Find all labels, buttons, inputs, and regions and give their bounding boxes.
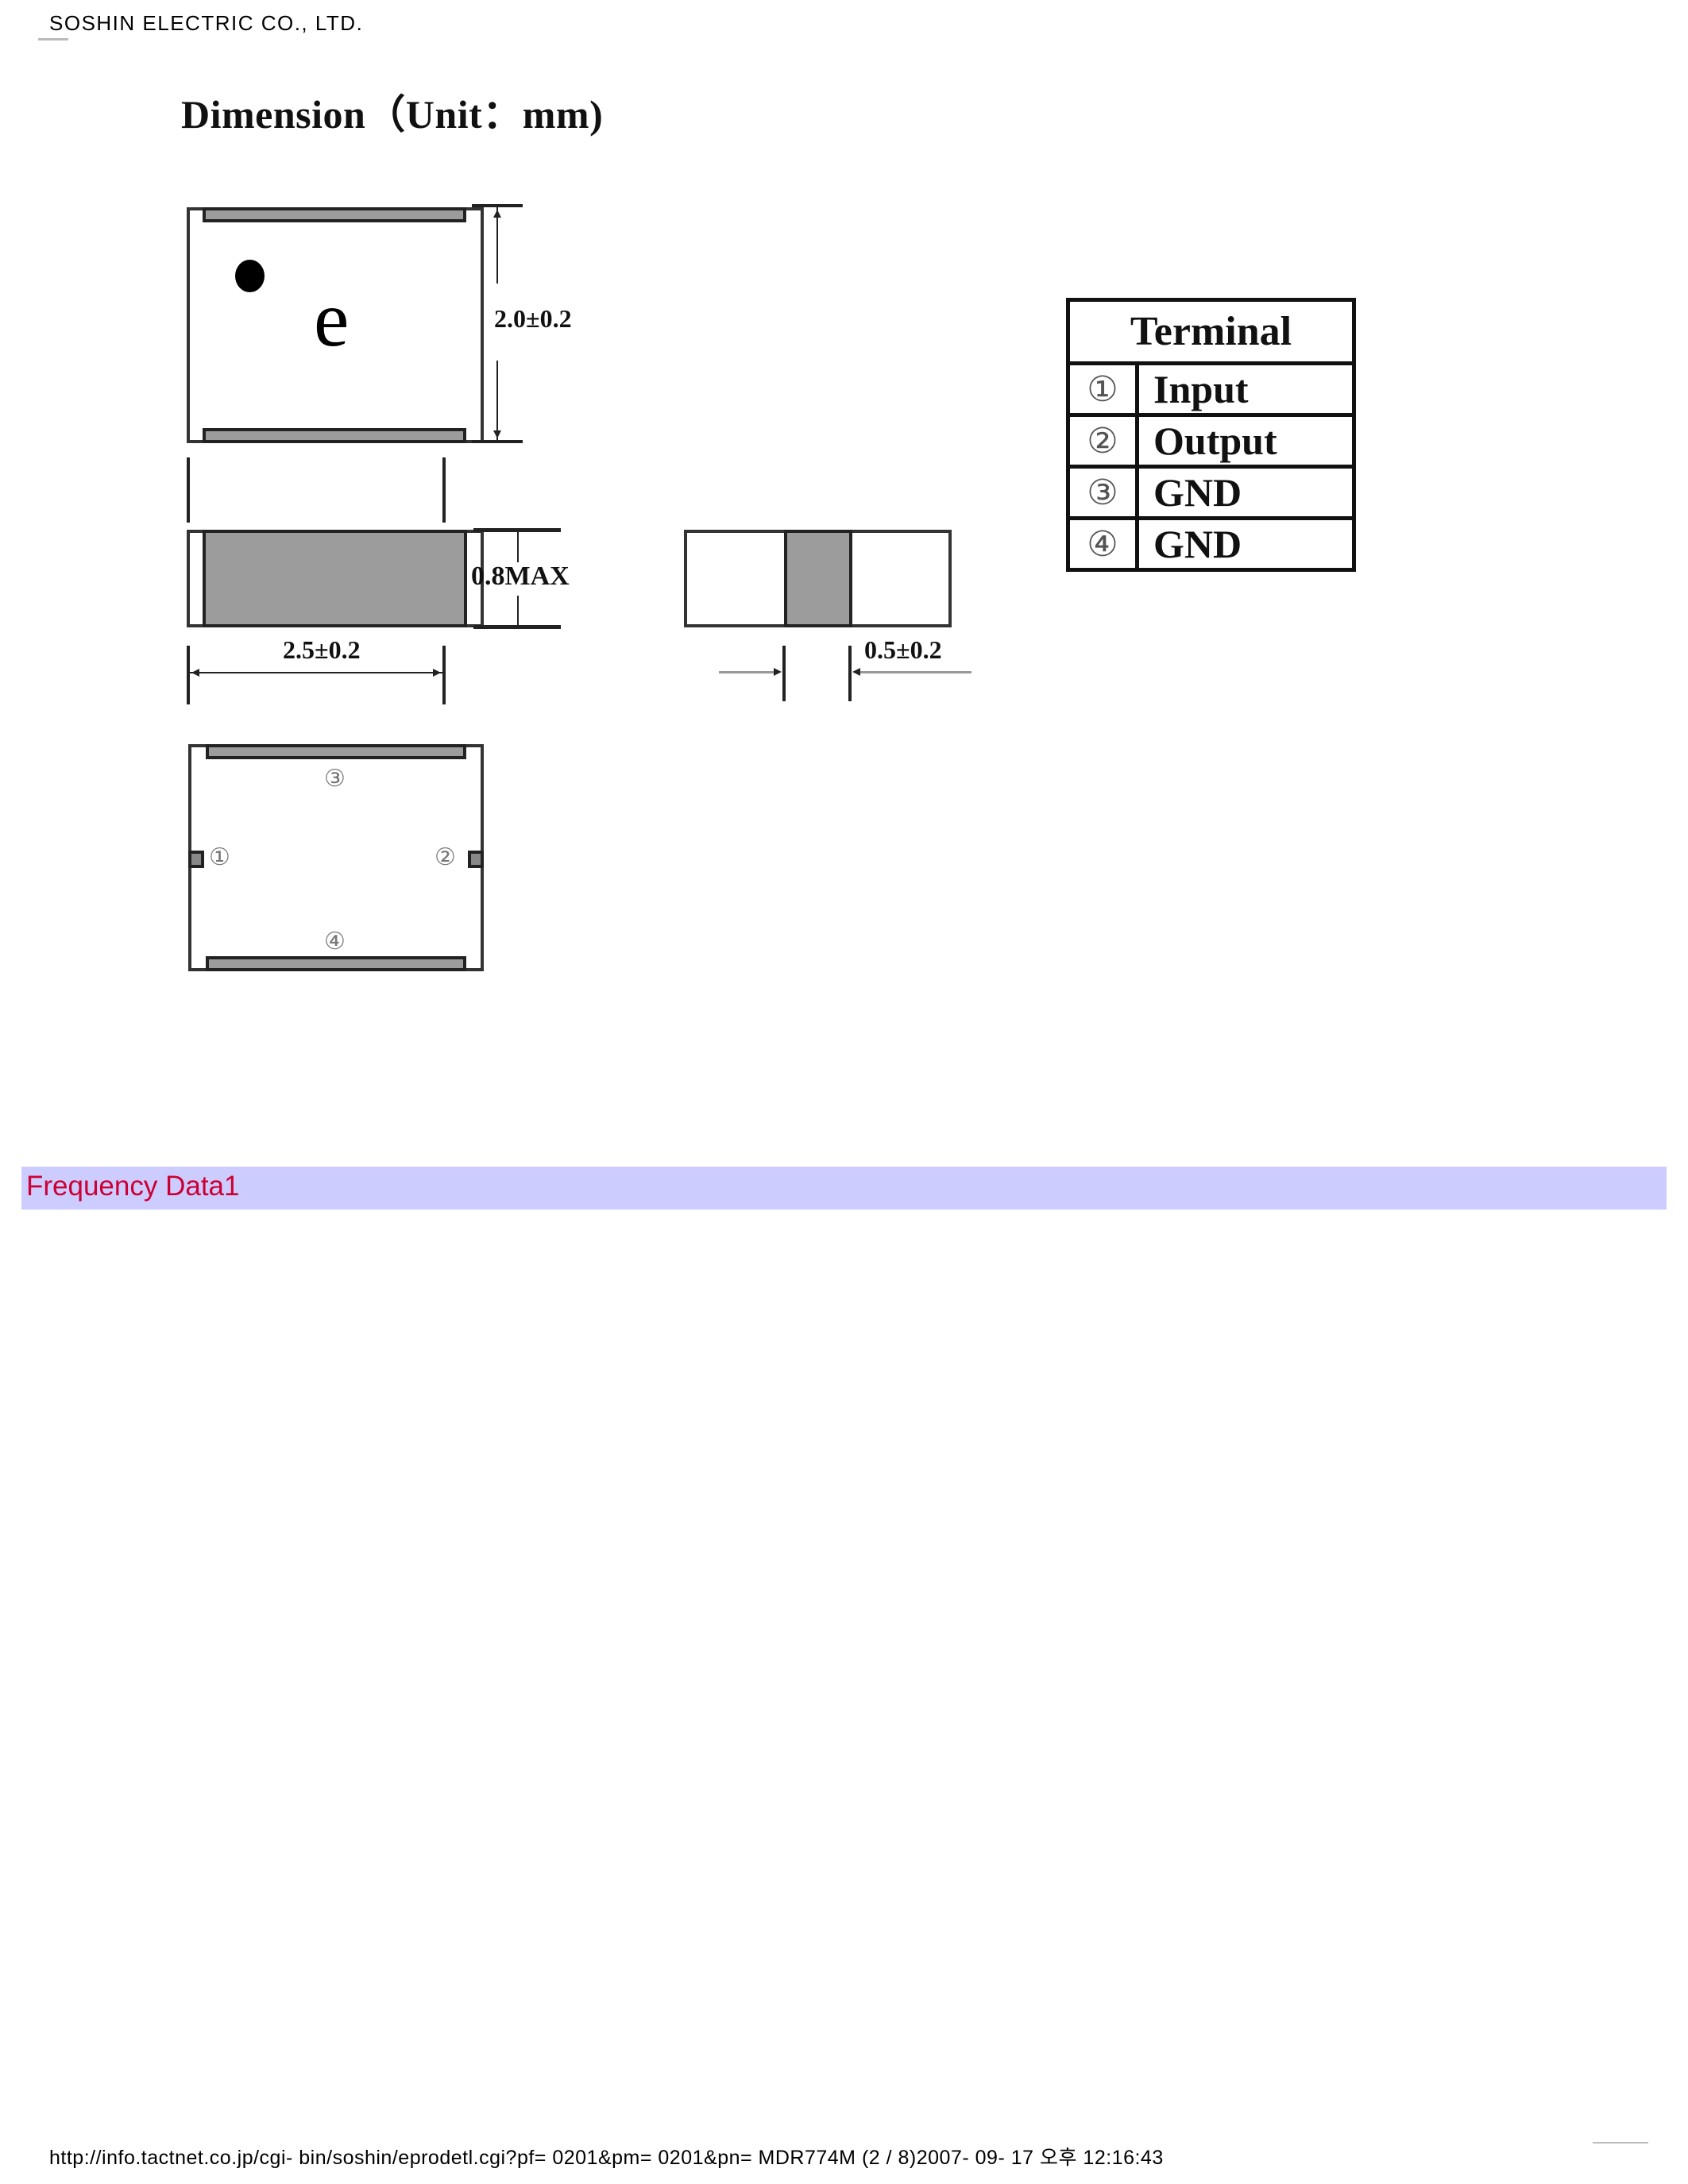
footer-url: http://info.tactnet.co.jp/cgi- bin/soshi… (49, 2147, 1164, 2169)
ext-line-left (187, 457, 190, 523)
frequency-data-section-band (21, 1167, 1667, 1210)
thickness-ext-bottom (473, 625, 561, 629)
pin-label-2: ② (435, 844, 456, 870)
length-dimension-label: 2.5±0.2 (283, 635, 361, 664)
length-ext-left (187, 646, 190, 704)
height-dimension-label: 2.0±0.2 (494, 304, 572, 333)
terminal-table-header: Terminal (1066, 298, 1356, 365)
width-leader-right (858, 671, 971, 673)
arrow-left-icon (852, 668, 860, 676)
pad-1 (188, 851, 204, 868)
company-name: SOSHIN ELECTRIC CO., LTD. (49, 11, 364, 35)
terminal-function: GND (1135, 465, 1356, 520)
arrow-down-icon (493, 430, 501, 438)
pad-2 (468, 851, 484, 868)
thickness-line-lower (517, 596, 519, 625)
pad-3 (206, 744, 466, 759)
terminal-number: ① (1066, 361, 1139, 417)
end-view-electrode (784, 530, 852, 627)
pin1-dot-icon (235, 260, 265, 292)
pad-4 (206, 956, 466, 971)
thickness-ext-top (473, 528, 561, 532)
thickness-dimension-label: 0.8MAX (471, 561, 570, 591)
width-ext-left (782, 646, 786, 701)
side-view-electrode (203, 530, 467, 627)
terminal-number: ② (1066, 413, 1139, 469)
arrow-left-icon (191, 669, 199, 677)
table-row: ① Input (1066, 361, 1356, 417)
arrow-right-icon (433, 669, 441, 677)
dim-ext-bottom (472, 440, 523, 443)
ext-line-right (442, 457, 446, 523)
length-ext-right (442, 646, 446, 704)
dim-line-lower (496, 361, 498, 440)
dim-ext-top (472, 204, 523, 207)
width-ext-right (848, 646, 852, 701)
arrow-right-icon (774, 668, 782, 676)
dim-line-upper (496, 207, 498, 284)
marking-letter: e (314, 275, 350, 363)
terminal-number: ③ (1066, 465, 1139, 520)
width-leader-left (719, 671, 776, 673)
table-row: ② Output (1066, 413, 1356, 469)
length-dim-line (190, 672, 442, 673)
pin-label-1: ① (209, 844, 230, 870)
terminal-function: Output (1135, 413, 1356, 469)
header-fine-print (38, 38, 68, 41)
table-row: ④ GND (1066, 516, 1356, 572)
footer-fine-print (1593, 2142, 1648, 2143)
terminal-function: Input (1135, 361, 1356, 417)
table-row: ③ GND (1066, 465, 1356, 520)
thickness-line-upper (517, 532, 519, 562)
terminal-function: GND (1135, 516, 1356, 572)
pin-label-4: ④ (324, 928, 346, 955)
top-pad-lower (203, 428, 466, 443)
terminal-number: ④ (1066, 516, 1139, 572)
dimension-title: Dimension（Unit：mm) (181, 92, 604, 137)
frequency-data-title: Frequency Data1 (26, 1171, 240, 1202)
terminal-width-label: 0.5±0.2 (864, 635, 942, 664)
arrow-up-icon (493, 210, 501, 218)
terminal-table: Terminal ① Input ② Output ③ GND ④ GND (1066, 298, 1356, 572)
top-pad-upper (203, 207, 466, 222)
pin-label-3: ③ (324, 766, 346, 792)
